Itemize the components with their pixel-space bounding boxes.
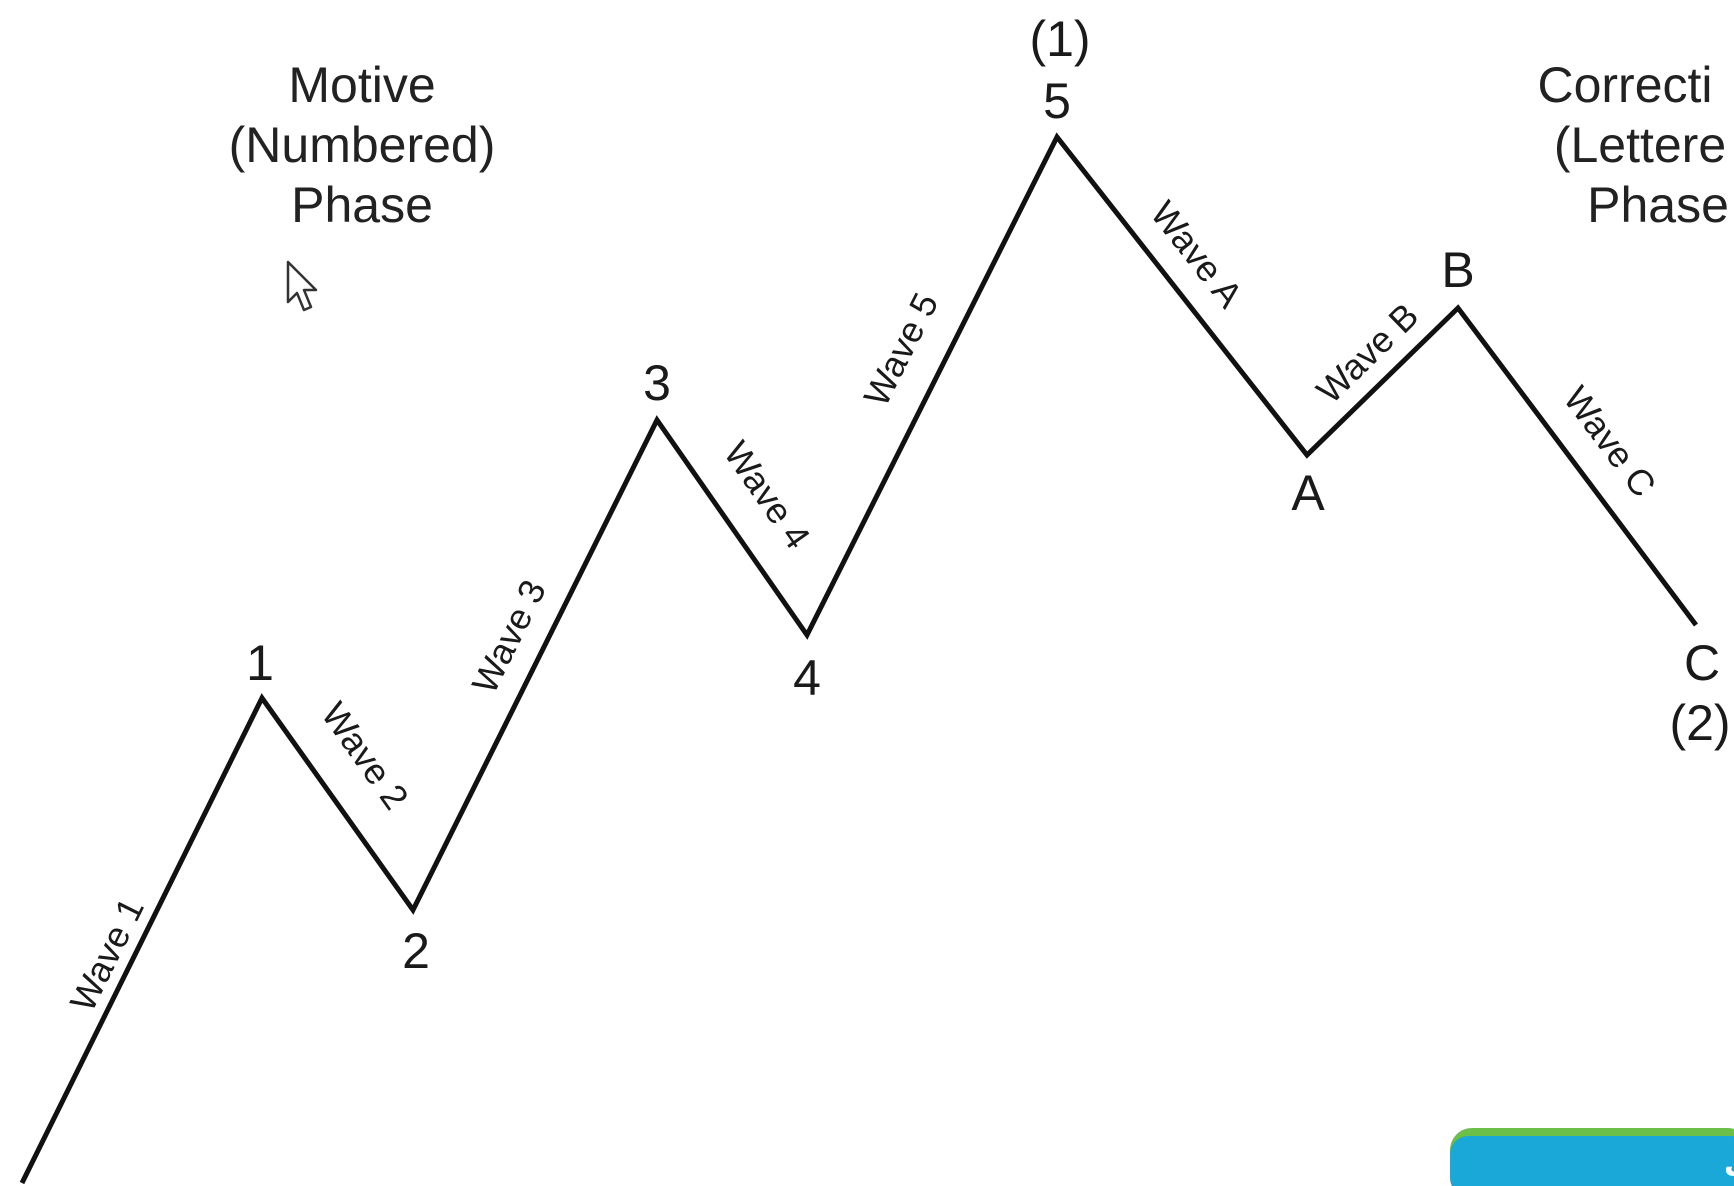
point-label-4: 4 [793, 650, 821, 706]
point-label-a: A [1291, 465, 1325, 521]
corrective-phase-title: Correcti (Lettere Phase [1537, 57, 1728, 233]
motive-title-line-1: Motive [288, 57, 435, 113]
corrective-title-line-3: Phase [1587, 177, 1729, 233]
wave-label-4: Wave 4 [716, 434, 819, 556]
point-label-c: C [1684, 635, 1720, 691]
wave-label-c: Wave C [1556, 379, 1665, 505]
point-label-1: 1 [246, 635, 274, 691]
wave-label-a: Wave A [1143, 193, 1251, 315]
corrective-title-line-2: (Lettere [1554, 117, 1726, 173]
wave-label-3: Wave 3 [464, 573, 554, 699]
point-label-5: 5 [1043, 73, 1071, 129]
wave-path-line [19, 132, 1698, 1185]
mouse-cursor-icon [286, 260, 318, 312]
point-label-3: 3 [643, 355, 671, 411]
badge-background [1450, 1136, 1734, 1186]
point-label-b: B [1441, 242, 1474, 298]
motive-title-line-3: Phase [291, 177, 433, 233]
corrective-title-line-1: Correcti [1537, 57, 1712, 113]
point-label-5-degree: (1) [1029, 11, 1090, 67]
wave-label-1: Wave 1 [62, 891, 152, 1017]
wave-label-2: Wave 2 [314, 695, 417, 817]
source-badge: ار: سایت فراچارت [1450, 1128, 1734, 1186]
motive-phase-title: Motive (Numbered) Phase [229, 57, 496, 233]
point-label-2: 2 [402, 923, 430, 979]
wave-label-5: Wave 5 [855, 286, 946, 412]
point-label-c-degree: (2) [1669, 695, 1730, 751]
badge-text: ار: سایت فراچارت [1724, 1149, 1734, 1184]
motive-title-line-2: (Numbered) [229, 117, 496, 173]
